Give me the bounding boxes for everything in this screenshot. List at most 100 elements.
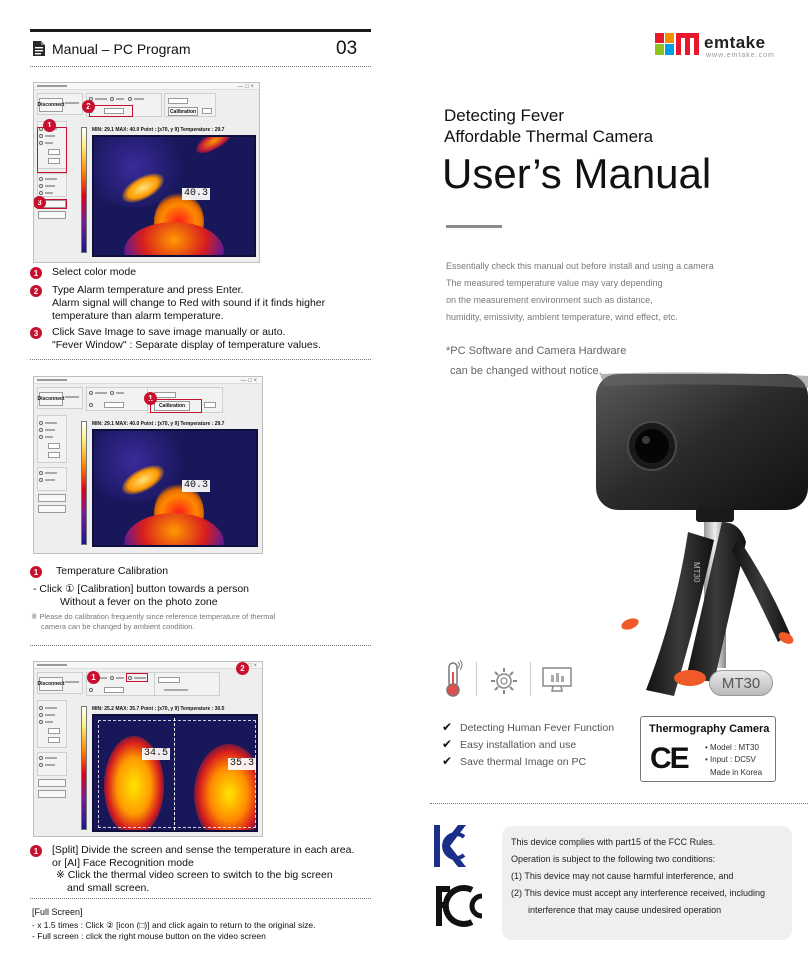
gear-icon (491, 668, 517, 694)
step-number: 1 (30, 267, 42, 279)
calibration-button[interactable]: Calibration (154, 401, 190, 411)
marker-1: 1 (144, 392, 157, 405)
disconnect-button[interactable]: Disconnect (38, 392, 64, 406)
divider (30, 66, 371, 67)
monitor-icon (542, 667, 572, 692)
compliance-line: (2) This device must accept any interfer… (511, 888, 765, 898)
brand-url: www.emtake.com (706, 52, 775, 59)
fullscreen-line: - x 1.5 times : Click ② [icon (□)] and c… (32, 920, 316, 930)
temperature-stats: MIN: 29.1 MAX: 40.0 Point : [x70, y 9] T… (92, 127, 225, 133)
step-text: "Fever Window" : Separate display of tem… (52, 339, 321, 351)
screenshot-calibration: — □ × Disconnect Calibration MIN: 29.1 M… (33, 376, 263, 554)
compliance-line: interference that may cause undesired op… (528, 905, 722, 915)
feature-item: Easy installation and use (460, 739, 577, 751)
spec-box (640, 716, 776, 782)
step-text: temperature than alarm temperature. (52, 310, 224, 322)
instruction-text: and small screen. (67, 882, 150, 894)
temperature-readout: 34.5 (142, 748, 171, 760)
cover-title: User’s Manual (442, 150, 712, 197)
step-number: 2 (30, 285, 42, 297)
spec-model: • Model : MT30 (705, 743, 759, 752)
page-number: 03 (336, 38, 358, 59)
marker-2: 2 (82, 100, 95, 113)
save-image-button[interactable] (38, 494, 66, 502)
page-title: Manual – PC Program (52, 41, 191, 57)
compliance-line: This device complies with part15 of the … (511, 837, 716, 847)
temperature-stats: MIN: 29.1 MAX: 40.0 Point : [x70, y 9] T… (92, 421, 225, 427)
cover-subtitle: Detecting Fever (444, 106, 564, 125)
cover-paragraph: humidity, emissivity, ambient temperatur… (446, 312, 678, 322)
notice-text: *PC Software and Camera Hardware (446, 345, 627, 357)
header-rule (30, 29, 371, 32)
spec-origin: Made in Korea (710, 768, 763, 777)
step-number: 1 (30, 566, 42, 578)
notice-text: can be changed without notice. (450, 365, 602, 377)
section-heading: Temperature Calibration (56, 565, 169, 577)
thermal-video[interactable]: 40.3 (92, 429, 258, 547)
exit-button[interactable] (38, 790, 66, 798)
disconnect-button[interactable]: Disconnect (38, 98, 64, 112)
cover-paragraph: on the measurement environment such as d… (446, 295, 653, 305)
screenshot-color-mode: — □ × Disconnect Calibration MIN: 29.1 M… (33, 82, 260, 263)
color-scale (81, 127, 87, 253)
instruction-text: Without a fever on the photo zone (60, 596, 218, 608)
exit-button[interactable] (38, 505, 66, 513)
marker-1: 1 (87, 671, 100, 684)
step-text: Type Alarm temperature and press Enter. (52, 284, 244, 296)
check-icon: ✔ (442, 737, 453, 751)
compliance-line: Operation is subject to the following tw… (511, 854, 716, 864)
divider (430, 803, 808, 804)
temperature-readout: 40.3 (182, 188, 211, 200)
step-number: 1 (30, 845, 42, 857)
note-text: camera can be changed by ambient conditi… (41, 622, 195, 631)
cover-paragraph: Essentially check this manual out before… (446, 261, 714, 271)
exit-button[interactable] (38, 211, 66, 219)
check-icon: ✔ (442, 754, 453, 768)
emtake-logo-icon (655, 33, 699, 55)
disconnect-button[interactable]: Disconnect (38, 677, 64, 691)
calibration-button[interactable]: Calibration (168, 107, 198, 116)
feature-item: Detecting Human Fever Function (460, 722, 615, 734)
save-image-button[interactable] (38, 779, 66, 787)
camera-body-label: MT30 (692, 562, 701, 583)
ce-mark: CE (650, 742, 690, 775)
divider (30, 645, 371, 646)
compliance-line: (1) This device may not cause harmful in… (511, 871, 734, 881)
fcc-mark-icon (436, 885, 483, 927)
feature-item: Save thermal Image on PC (460, 756, 587, 768)
spec-input: • Input : DC5V (705, 755, 756, 764)
step-text: Select color mode (52, 266, 137, 278)
brand-name: emtake (704, 33, 766, 52)
cover-subtitle: Affordable Thermal Camera (444, 127, 654, 146)
kc-mark-icon (434, 825, 466, 867)
fullscreen-title: [Full Screen] (32, 907, 83, 917)
title-underline (446, 225, 502, 228)
color-scale (81, 706, 87, 830)
marker-1: 1 (43, 119, 56, 132)
instruction-text: ※ Click the thermal video screen to swit… (56, 869, 333, 881)
thermal-camera-image: MT30 (596, 372, 808, 696)
instruction-text: [Split] Divide the screen and sense the … (52, 844, 355, 856)
step-text: Alarm signal will change to Red with sou… (52, 297, 326, 309)
spec-title: Thermography Camera (649, 723, 770, 735)
temperature-readout: 40.3 (182, 480, 211, 492)
check-icon: ✔ (442, 720, 453, 734)
document-icon (33, 41, 45, 56)
model-badge: MT30 (709, 670, 773, 696)
note-text: ※ Please do calibration frequently since… (31, 612, 276, 621)
step-number: 3 (30, 327, 42, 339)
thermometer-icon (446, 660, 463, 697)
marker-2: 2 (236, 662, 249, 675)
cover-paragraph: The measured temperature value may vary … (446, 278, 663, 288)
instruction-text: or [AI] Face Recognition mode (52, 857, 194, 869)
divider (30, 359, 371, 360)
temperature-stats: MIN: 25.2 MAX: 35.7 Point : [x70, y 9] T… (92, 706, 225, 712)
thermal-video-split[interactable]: 34.5 35.3 (92, 714, 258, 832)
screenshot-split: — □ × Disconnect MIN: 25.2 MAX: 35.7 Poi… (33, 661, 263, 837)
fullscreen-line: - Full screen : click the right mouse bu… (32, 931, 266, 941)
divider (30, 898, 371, 899)
step-text: Click Save Image to save image manually … (52, 326, 286, 338)
thermal-video[interactable]: 40.3 (92, 135, 256, 257)
temperature-readout: 35.3 (228, 758, 256, 770)
instruction-text: - Click ① [Calibration] button towards a… (33, 583, 250, 595)
